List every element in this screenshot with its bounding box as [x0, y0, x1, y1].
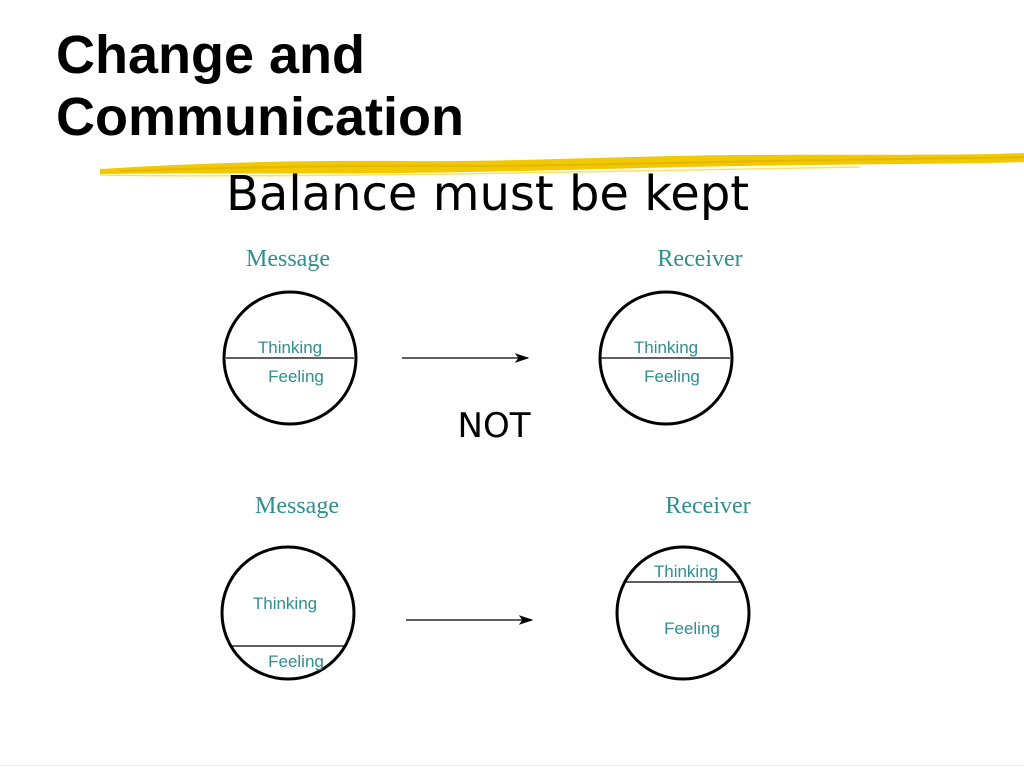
- title-line-2: Communication: [56, 87, 465, 147]
- feeling-label: Feeling: [268, 652, 324, 671]
- top-receiver-label: Receiver: [657, 246, 742, 272]
- feeling-label: Feeling: [664, 619, 720, 638]
- slide-subtitle: Balance must be kept: [226, 166, 750, 222]
- title-line-1: Change and: [56, 25, 366, 85]
- circle-outline: [615, 545, 751, 681]
- slide-title: Change and Communication: [56, 24, 464, 148]
- bottom-receiver-circle: Thinking Feeling: [615, 545, 751, 681]
- not-label: NOT: [458, 406, 531, 446]
- bottom-receiver-label: Receiver: [665, 493, 750, 519]
- footer-divider: [0, 765, 1024, 766]
- thinking-label: Thinking: [258, 338, 322, 357]
- yellow-brush-stroke: [100, 153, 1024, 177]
- feeling-label: Feeling: [268, 367, 324, 386]
- bottom-message-circle: Thinking Feeling: [220, 545, 356, 681]
- thinking-label: Thinking: [634, 338, 698, 357]
- bottom-message-label: Message: [255, 493, 339, 519]
- top-receiver-circle: Thinking Feeling: [598, 290, 734, 426]
- thinking-label: Thinking: [654, 562, 718, 581]
- top-message-circle: Thinking Feeling: [222, 290, 358, 426]
- top-message-label: Message: [246, 246, 330, 272]
- feeling-label: Feeling: [644, 367, 700, 386]
- thinking-label: Thinking: [253, 594, 317, 613]
